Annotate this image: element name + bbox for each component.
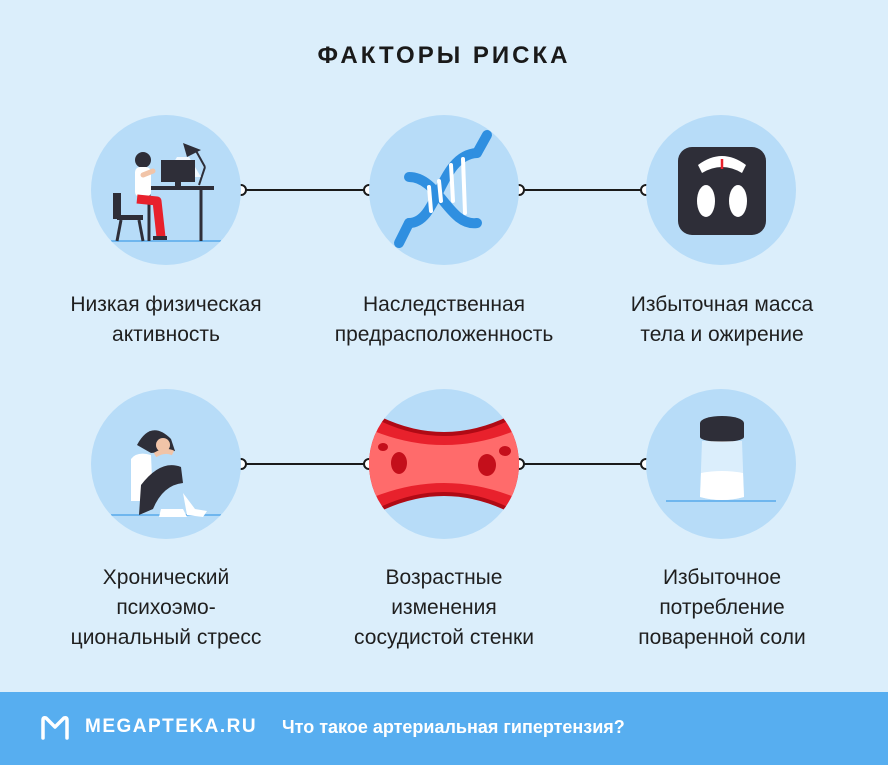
footer-bar: MEGAPTEKA.RU Что такое артериальная гипе… [0, 692, 888, 765]
label-line: Избыточная масса [630, 293, 814, 316]
stressed-person-icon [111, 430, 221, 517]
factor-circle-activity [91, 115, 241, 265]
label-line: Низкая физическая [70, 293, 262, 316]
label-line: тела и ожирение [640, 323, 804, 346]
article-link[interactable]: Что такое артериальная гипертензия? [282, 717, 625, 737]
blood-vessel-icon [369, 411, 519, 517]
label-line: циональный стресс [70, 626, 262, 649]
factor-label-vessel: Возрастные изменения сосудистой стенки [304, 563, 584, 653]
label-line: потребление [659, 596, 785, 619]
factor-label-activity: Низкая физическая активность [26, 290, 306, 350]
factor-label-salt: Избыточное потребление поваренной соли [582, 563, 862, 653]
salt-shaker-icon [666, 416, 776, 502]
label-line: активность [112, 323, 220, 346]
label-line: Возрастные [385, 566, 503, 589]
label-line: Избыточное [662, 566, 782, 589]
label-line: сосудистой стенки [354, 626, 534, 649]
factor-label-heredity: Наследственная предрасположенность [304, 290, 584, 350]
dna-icon [394, 130, 492, 248]
scale-icon [678, 147, 766, 235]
label-line: поваренной соли [638, 626, 806, 649]
label-line: Хронический [102, 566, 230, 589]
label-line: Наследственная [362, 293, 526, 316]
factor-label-stress: Хронический психоэмо- циональный стресс [26, 563, 306, 653]
factor-circle-vessel [369, 389, 519, 539]
label-line: изменения [391, 596, 497, 619]
page-title: ФАКТОРЫ РИСКА [317, 42, 571, 69]
brand-logo-icon [41, 716, 69, 740]
factor-circle-heredity [369, 115, 519, 265]
factor-circle-stress [91, 389, 241, 539]
label-line: психоэмо- [116, 596, 216, 619]
factor-circle-weight [646, 115, 796, 265]
brand-name[interactable]: MEGAPTEKA.RU [85, 716, 258, 737]
factor-circle-salt [646, 389, 796, 539]
factor-label-weight: Избыточная масса тела и ожирение [582, 290, 862, 350]
label-line: предрасположенность [334, 323, 554, 346]
person-at-desk-icon [111, 143, 221, 242]
